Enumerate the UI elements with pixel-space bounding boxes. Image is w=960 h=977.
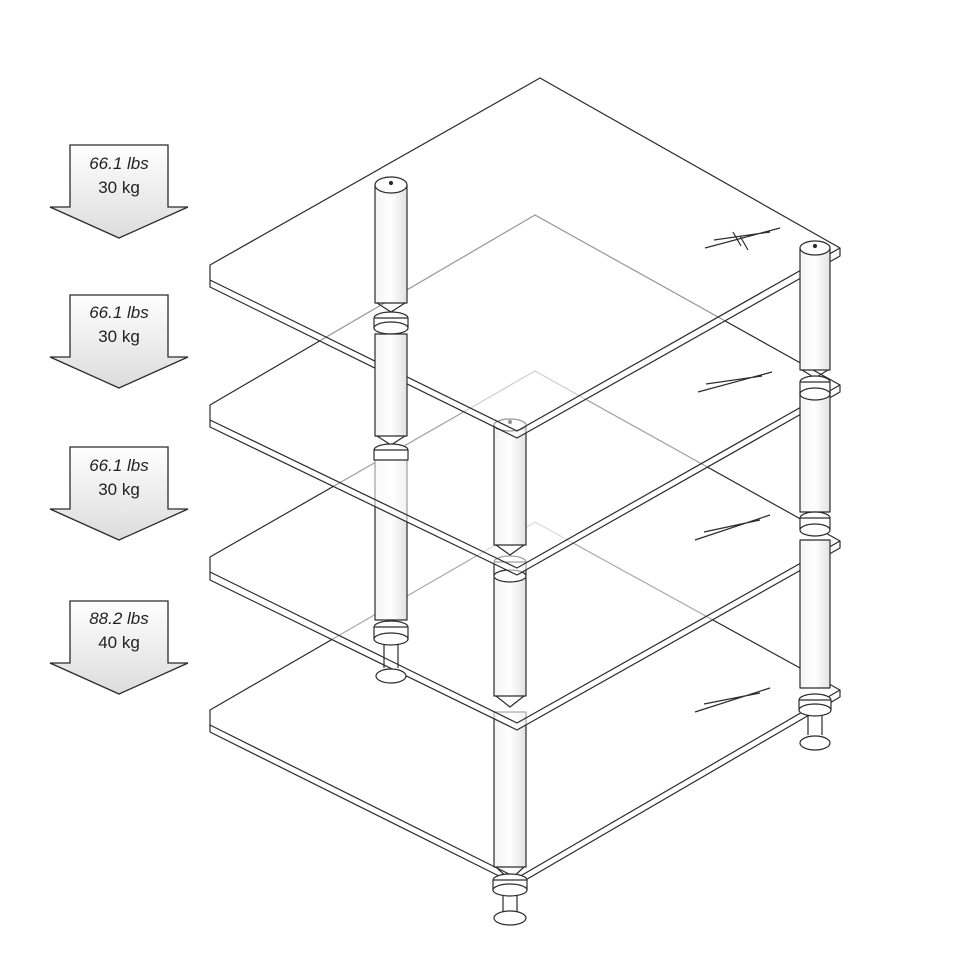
load-arrow-1: 66.1 lbs 30 kg <box>49 144 189 239</box>
post-rear-right-lower <box>798 539 832 751</box>
load-arrow-3: 66.1 lbs 30 kg <box>49 446 189 541</box>
rack <box>209 77 841 926</box>
load-arrow-3-lbs: 66.1 lbs <box>89 456 149 475</box>
post-front-middle <box>493 555 527 708</box>
load-arrow-2: 66.1 lbs 30 kg <box>49 294 189 389</box>
load-arrow-2-lbs: 66.1 lbs <box>89 303 149 322</box>
glass-reflection-2 <box>697 371 773 393</box>
load-arrow-1-lbs: 66.1 lbs <box>89 154 149 173</box>
load-arrow-1-kg: 30 kg <box>98 178 140 197</box>
load-arrow-4-kg: 40 kg <box>98 633 140 652</box>
shelf-1 <box>209 77 841 439</box>
post-rear-left-upper <box>373 176 409 461</box>
load-arrow-2-kg: 30 kg <box>98 327 140 346</box>
load-arrow-3-kg: 30 kg <box>98 480 140 499</box>
post-rear-right-upper <box>799 240 831 401</box>
load-arrow-4-lbs: 88.2 lbs <box>89 609 149 628</box>
post-rear-right-middle <box>799 391 831 537</box>
post-front-upper <box>493 418 527 556</box>
load-arrow-4: 88.2 lbs 40 kg <box>49 600 189 695</box>
post-front-lower <box>492 711 528 926</box>
